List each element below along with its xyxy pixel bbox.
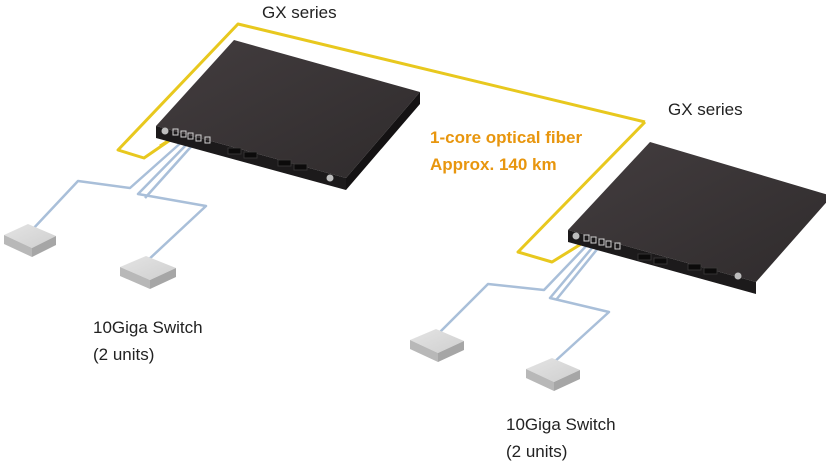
switch-2a [410, 329, 464, 362]
fiber-path-gx2 [516, 120, 647, 264]
switch-type-label: 10Giga Switch [506, 415, 616, 434]
gx1-power-led [161, 127, 169, 135]
gx2-top-panel [568, 142, 826, 282]
gx-series-label-2: GX series [668, 100, 743, 119]
cable-group-2 [435, 241, 611, 365]
fiber-description: 1-core optical fiber Approx. 140 km [430, 124, 582, 178]
gx1-slots [227, 147, 308, 171]
gx-device-2 [568, 142, 826, 294]
switch-count-label: (2 units) [506, 442, 568, 461]
gx1-ports [172, 128, 211, 144]
fiber-distance-label: Approx. 140 km [430, 155, 557, 174]
gx2-ports [583, 234, 621, 250]
cable-group-1 [31, 139, 208, 263]
gx2-screw [734, 272, 742, 280]
cable-2a [435, 241, 591, 337]
switch-count-label: (2 units) [93, 345, 155, 364]
switch-group-label-1: 10Giga Switch (2 units) [93, 314, 203, 368]
switch-1a [4, 224, 56, 257]
cable-1b [136, 139, 208, 263]
gx1-screw [326, 174, 334, 182]
gx2-power-led [572, 232, 580, 240]
fiber-path-gx1 [116, 22, 646, 160]
switch-1b [120, 256, 176, 289]
gx1-top-panel [156, 40, 420, 178]
gx-series-label-1: GX series [262, 3, 337, 22]
cable-2b [548, 241, 611, 365]
switch-2b [526, 358, 580, 391]
switch-group-label-2: 10Giga Switch (2 units) [506, 411, 616, 465]
gx-device-1 [156, 40, 420, 190]
gx2-slots [637, 253, 718, 275]
cable-1c [144, 139, 198, 199]
fiber-type-label: 1-core optical fiber [430, 128, 583, 147]
gx1-side-panel [346, 92, 420, 190]
switch-type-label: 10Giga Switch [93, 318, 203, 337]
cable-1a [31, 139, 185, 231]
cable-2c [555, 241, 604, 301]
